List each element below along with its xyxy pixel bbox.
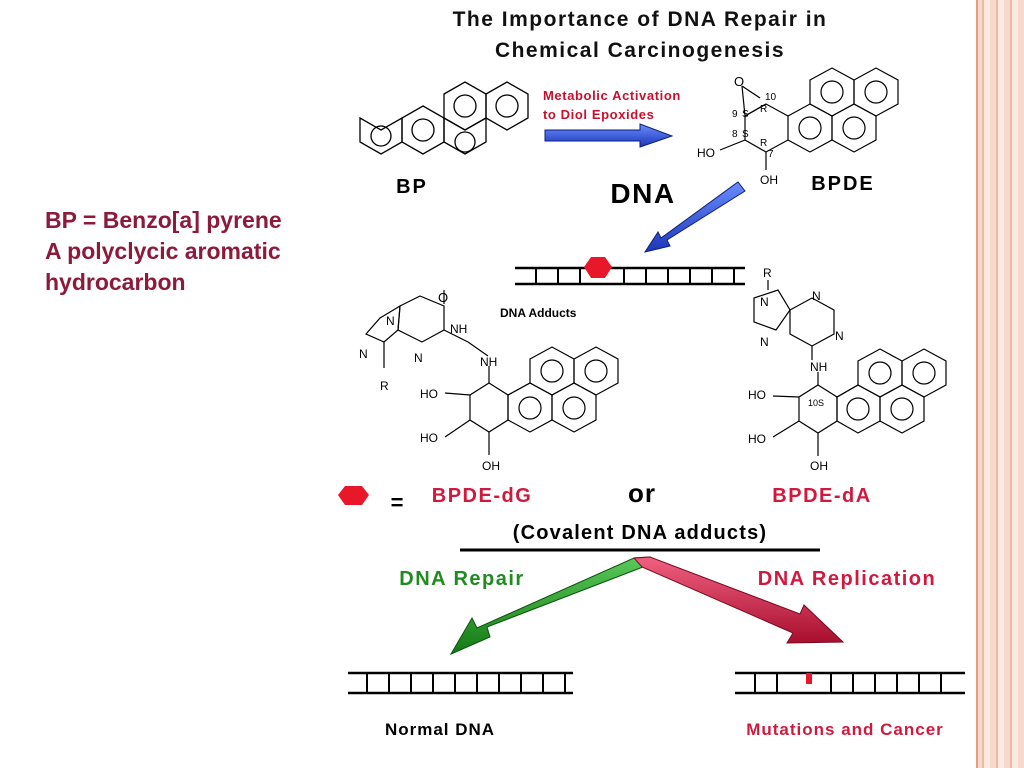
- normal-dna-strand: [348, 671, 573, 695]
- or-label: or: [628, 478, 656, 508]
- bpde-oh: OH: [760, 173, 778, 187]
- legend-adduct-marker: [338, 486, 369, 505]
- activation-label-1: Metabolic Activation: [543, 88, 681, 103]
- bpde-dg-label: BPDE-dG: [432, 485, 533, 507]
- bpde-r-2: R: [760, 138, 767, 149]
- bpde-label: BPDE: [811, 173, 875, 195]
- dna-label: DNA: [610, 178, 675, 209]
- side-note-line-3: hydrocarbon: [45, 269, 186, 295]
- bp-label: BP: [396, 176, 428, 198]
- bpde-r-1: R: [760, 104, 767, 115]
- title-line-2: Chemical Carcinogenesis: [495, 39, 785, 62]
- activation-arrow: [544, 123, 674, 148]
- da-n1: N: [760, 295, 769, 309]
- mutation-marker: [806, 673, 812, 684]
- covalent-label: (Covalent DNA adducts): [513, 522, 768, 544]
- dg-oh: OH: [482, 459, 500, 473]
- da-r: R: [763, 266, 772, 280]
- dg-n3: N: [414, 351, 423, 365]
- dna-repair-label: DNA Repair: [399, 568, 524, 590]
- bpde-8: 8: [732, 129, 738, 140]
- da-oh: OH: [810, 459, 828, 473]
- bp-molecule: [359, 81, 529, 155]
- bpde-molecule: [719, 67, 899, 170]
- da-10s: 10S: [808, 398, 824, 408]
- da-n4: N: [760, 335, 769, 349]
- dna-replication-label: DNA Replication: [758, 568, 936, 590]
- bpde-s-2: S: [742, 129, 749, 140]
- da-ho1: HO: [748, 388, 766, 402]
- replication-arrow: [632, 556, 845, 644]
- bpde-dg-structure: [365, 290, 619, 455]
- da-ho2: HO: [748, 432, 766, 446]
- bpde-9: 9: [732, 109, 738, 120]
- bpde-o: O: [734, 74, 744, 89]
- slide-border-stripes: [976, 0, 1024, 768]
- bpde-10: 10: [765, 92, 777, 103]
- bpde-s-1: S: [742, 109, 749, 120]
- bpde-da-label: BPDE-dA: [772, 485, 871, 507]
- mutations-label: Mutations and Cancer: [746, 720, 944, 739]
- dna-arrow: [643, 181, 746, 253]
- title-line-1: The Importance of DNA Repair in: [453, 8, 828, 31]
- da-n3: N: [835, 329, 844, 343]
- dg-ho1: HO: [420, 387, 438, 401]
- dg-n2: N: [359, 347, 368, 361]
- dg-ho2: HO: [420, 431, 438, 445]
- normal-dna-label: Normal DNA: [385, 720, 495, 739]
- da-n2: N: [812, 289, 821, 303]
- dg-nh2: NH: [480, 355, 497, 369]
- bpde-ho: HO: [697, 146, 715, 160]
- dg-o: O: [438, 290, 448, 305]
- adduct-marker: [584, 257, 612, 278]
- bpde-da-structure: [753, 280, 947, 456]
- da-nh: NH: [810, 360, 827, 374]
- legend-equals: =: [391, 490, 404, 515]
- mutated-dna-strand: [735, 671, 965, 695]
- side-note: BP = Benzo[a] pyrene A polyclycic aromat…: [45, 205, 345, 298]
- side-note-line-1: BP = Benzo[a] pyrene: [45, 207, 282, 233]
- dna-strand-adduct: [515, 266, 745, 286]
- repair-arrow: [449, 556, 652, 656]
- dna-adducts-label: DNA Adducts: [500, 306, 577, 320]
- dg-r: R: [380, 379, 389, 393]
- bpde-7: 7: [768, 149, 774, 160]
- activation-label-2: to Diol Epoxides: [543, 107, 654, 122]
- dg-n1: N: [386, 314, 395, 328]
- side-note-line-2: A polyclycic aromatic: [45, 238, 281, 264]
- dg-nh: NH: [450, 322, 467, 336]
